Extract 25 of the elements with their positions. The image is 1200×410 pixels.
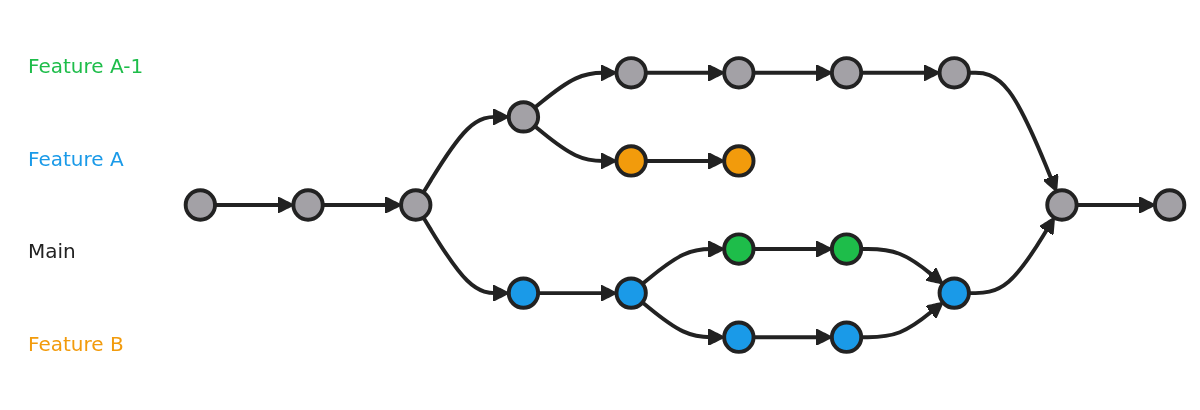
node-circle: [506, 276, 541, 310]
node-circle: [1045, 188, 1079, 222]
node-circle: [937, 56, 971, 90]
node-circle: [829, 320, 864, 354]
arrow: [861, 301, 944, 340]
node-circle: [399, 188, 433, 222]
node-circle: [829, 232, 864, 266]
node-circle: [614, 56, 648, 90]
branch-label: Feature B: [28, 331, 125, 356]
node-circle: [722, 56, 756, 90]
node-circle: [614, 144, 648, 178]
branch-label: Feature A: [28, 146, 125, 171]
branch-label: Main: [28, 239, 77, 264]
node-circle: [1153, 188, 1187, 222]
node-circle: [506, 100, 541, 134]
node-circle: [614, 276, 648, 310]
arrow: [861, 247, 944, 285]
node-circle: [722, 144, 756, 178]
node-circle: [291, 188, 325, 222]
node-circle: [722, 320, 756, 354]
node-circle: [183, 188, 217, 222]
node-circle: [722, 232, 756, 266]
node-circle: [829, 56, 864, 90]
branch-label: Feature A-1: [28, 54, 145, 79]
node-circle: [937, 276, 971, 310]
